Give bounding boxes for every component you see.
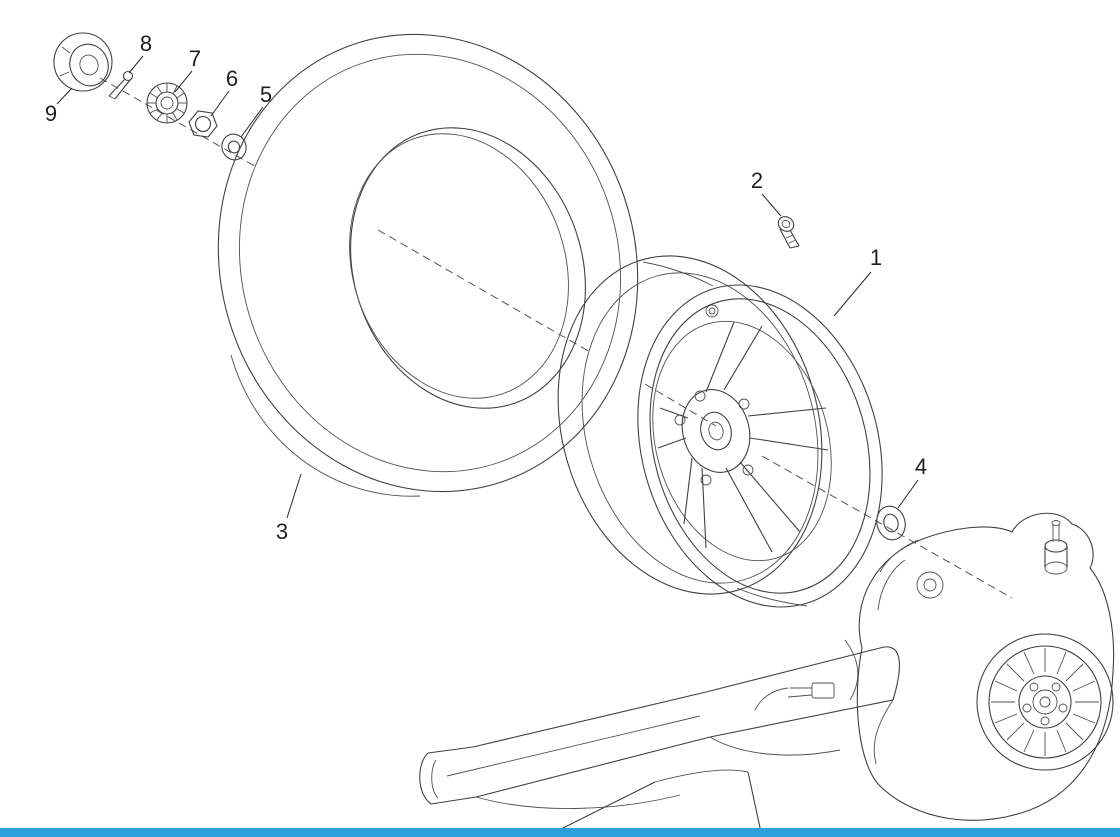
part-label-7: 7 — [188, 46, 202, 71]
part-label-6: 6 — [225, 66, 239, 91]
part-label-4: 4 — [914, 454, 928, 479]
engine-swingarm-assembly — [419, 512, 1115, 837]
leader-lines — [56, 55, 919, 519]
hub-cap — [53, 32, 113, 92]
part-label-9: 9 — [44, 101, 58, 126]
axis-centerline — [99, 77, 1013, 599]
part-label-8: 8 — [139, 31, 153, 56]
splined-bush — [146, 82, 188, 124]
wheel-rim — [557, 255, 883, 608]
split-pin — [108, 70, 134, 100]
washer — [221, 133, 247, 161]
tyre — [217, 33, 639, 497]
part-label-1: 1 — [869, 245, 883, 270]
screw — [777, 216, 800, 249]
footer-bar — [0, 828, 1120, 837]
part-label-2: 2 — [750, 168, 764, 193]
part-label-5: 5 — [259, 82, 273, 107]
seal-ring — [876, 505, 906, 541]
hex-nut — [188, 110, 218, 138]
part-label-3: 3 — [275, 519, 289, 544]
